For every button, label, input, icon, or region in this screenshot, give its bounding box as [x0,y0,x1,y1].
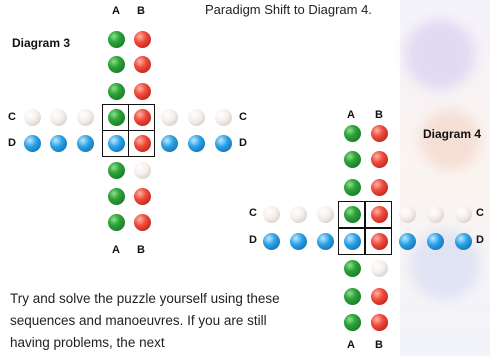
diagram-4-center-square [338,201,365,228]
diagram-4-ball-c-6 [398,205,416,223]
diagram-3-label-b-top: B [137,5,145,17]
diagram-4-label-c-left: C [249,207,257,219]
diagram-3-label-a-bottom: A [112,244,120,256]
body-paragraph: Try and solve the puzzle yourself using … [10,291,280,350]
diagram-4-ball-b-7 [370,287,388,305]
diagram-3-ball-b-2 [133,55,151,73]
diagram-3-ball-b-4 [133,108,151,126]
diagram-4-ball-d-6 [398,232,416,250]
diagram-3-ball-c-8 [214,108,232,126]
background-blob [405,20,475,90]
diagram-3-ball-b-8 [133,213,151,231]
diagram-4-ball-a-9 [343,313,361,331]
diagram-4-ball-a-5 [343,232,361,250]
diagram-4-ball-b-6 [370,259,388,277]
diagram-3-ball-a-7 [107,187,125,205]
diagram-3-ball-b-6 [133,161,151,179]
diagram-4-ball-b-2 [370,150,388,168]
diagram-4-center-square [365,201,392,228]
diagram-3-label-b-bottom: B [137,244,145,256]
diagram-3-ball-c-6 [160,108,178,126]
diagram-3-ball-b-1 [133,30,151,48]
diagram-4-ball-d-7 [426,232,444,250]
diagram-4-ball-b-5 [370,232,388,250]
diagram-4-ball-d-1 [262,232,280,250]
diagram-4-label-c-right: C [476,207,484,219]
diagram-4-ball-c-8 [454,205,472,223]
diagram-4-ball-c-7 [426,205,444,223]
diagram-4-ball-a-1 [343,124,361,142]
diagram-3-label-d-left: D [8,137,16,149]
diagram-3-ball-a-3 [107,82,125,100]
diagram-4-label-a-bottom: A [347,339,355,351]
diagram-4-ball-b-9 [370,313,388,331]
diagram-3-label-c-right: C [239,111,247,123]
diagram-3-ball-b-5 [133,134,151,152]
diagram-3-ball-a-2 [107,55,125,73]
diagram-4-ball-d-2 [289,232,307,250]
diagram-4-ball-a-7 [343,287,361,305]
diagram-3-ball-c-1 [23,108,41,126]
diagram-3-label-a-top: A [112,5,120,17]
diagram-3-ball-d-2 [49,134,67,152]
diagram-4-center-square [338,228,365,255]
diagram-3-ball-c-7 [187,108,205,126]
diagram-4-label-b-top: B [375,109,383,121]
diagram-3-ball-b-3 [133,82,151,100]
diagram-3-ball-a-5 [107,134,125,152]
diagram-4-label-a-top: A [347,109,355,121]
diagram-3-label-c-left: C [8,111,16,123]
diagram-3-ball-a-8 [107,213,125,231]
diagram-3-ball-a-1 [107,30,125,48]
diagram-4-ball-a-3 [343,178,361,196]
diagram-4-ball-d-3 [316,232,334,250]
diagram-4-ball-b-4 [370,205,388,223]
diagram-4-ball-a-4 [343,205,361,223]
diagram-4-center-square [365,228,392,255]
diagram-3-label-d-right: D [239,137,247,149]
diagram-4-ball-b-3 [370,178,388,196]
diagram-3-ball-c-3 [76,108,94,126]
diagram-4-ball-a-2 [343,150,361,168]
diagram-3-ball-d-8 [214,134,232,152]
diagram-4-label-b-bottom: B [375,339,383,351]
diagram-4-label-d-right: D [476,234,484,246]
background-blob [420,110,480,170]
diagram-3-ball-d-3 [76,134,94,152]
diagram-4-ball-c-3 [316,205,334,223]
diagram-3-ball-a-6 [107,161,125,179]
diagram-3-title: Diagram 3 [12,36,71,50]
diagram-3-ball-d-6 [160,134,178,152]
diagram-3-ball-d-1 [23,134,41,152]
diagram-4-ball-c-1 [262,205,280,223]
diagram-3-ball-b-7 [133,187,151,205]
diagram-3-ball-d-7 [187,134,205,152]
diagram-4-ball-d-8 [454,232,472,250]
section-heading: Paradigm Shift to Diagram 4. [205,2,372,17]
diagram-4-label-d-left: D [249,234,257,246]
diagram-3-ball-a-4 [107,108,125,126]
diagram-4-ball-a-6 [343,259,361,277]
diagram-3-center-square [128,130,155,157]
diagram-4-ball-b-1 [370,124,388,142]
diagram-4-ball-c-2 [289,205,307,223]
diagram-4-title: Diagram 4 [423,127,482,141]
diagram-3-ball-c-2 [49,108,67,126]
